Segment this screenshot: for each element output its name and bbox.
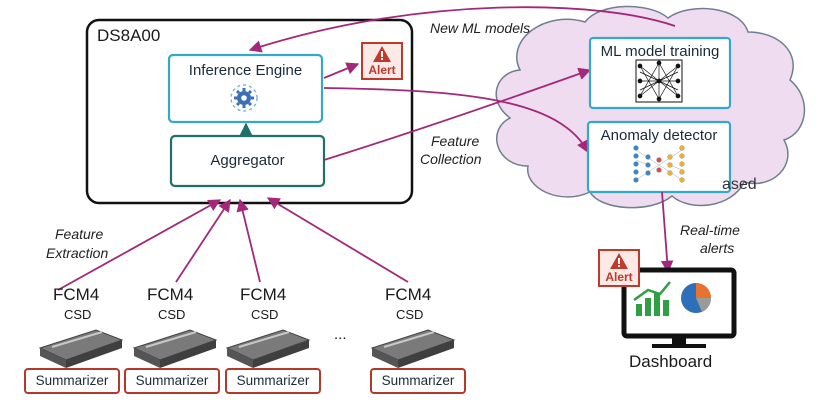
monitor-icon xyxy=(621,267,737,348)
csd-drive-image xyxy=(225,329,311,368)
csd-drive-image xyxy=(38,329,124,368)
warning-triangle-icon xyxy=(610,253,628,269)
alert-label: Alert xyxy=(368,63,396,77)
dashboard-label: Dashboard xyxy=(629,352,713,371)
realtime-alerts-label-line1: Real-time xyxy=(680,222,740,238)
new-ml-models-label: New ML models xyxy=(430,20,531,36)
ml-training-label: ML model training xyxy=(600,43,720,60)
bar-chart-icon xyxy=(633,281,671,316)
csd-drive-image xyxy=(370,329,456,368)
device-name: FCM4 xyxy=(240,285,287,304)
alert-icon: Alert xyxy=(361,42,403,80)
gear-icon xyxy=(230,84,258,112)
summarizer-box: Summarizer xyxy=(225,368,321,394)
pie-chart-icon xyxy=(681,283,712,313)
extraction-arrow-3 xyxy=(236,198,261,283)
summarizer-box: Summarizer xyxy=(370,368,466,394)
device-name: FCM4 xyxy=(147,285,194,304)
realtime-alerts-label-line2: alerts xyxy=(700,240,735,256)
summarizer-box: Summarizer xyxy=(24,368,120,394)
device-name: FCM4 xyxy=(385,285,432,304)
extraction-arrow-4 xyxy=(266,197,409,283)
device-type: CSD xyxy=(158,307,186,322)
feature-collection-label-line2: Collection xyxy=(420,151,482,167)
ellipsis: ... xyxy=(334,326,347,343)
cloud-partial-text: ased xyxy=(722,176,757,193)
csd-drive-image xyxy=(132,329,218,368)
aggregator-to-training-arrow xyxy=(323,67,592,161)
feature-extraction-label-line2: Extraction xyxy=(46,245,109,261)
autoencoder-icon xyxy=(633,145,685,183)
alert-icon: Alert xyxy=(598,249,640,287)
anomaly-to-dashboard-arrow xyxy=(660,191,674,274)
aggregator-label: Aggregator xyxy=(210,152,285,169)
warning-triangle-icon xyxy=(373,46,391,62)
inference-engine-label: Inference Engine xyxy=(188,62,303,79)
device-name: FCM4 xyxy=(53,285,100,304)
neural-network-icon xyxy=(635,59,683,103)
anomaly-detector-label: Anomaly detector xyxy=(600,127,718,144)
anomaly-detector-box xyxy=(586,120,732,194)
ds8a00-title: DS8A00 xyxy=(97,26,161,45)
device-type: CSD xyxy=(64,307,92,322)
extraction-arrow-1 xyxy=(57,199,222,291)
extraction-arrow-2 xyxy=(175,198,231,283)
device-type: CSD xyxy=(251,307,279,322)
feature-collection-label-line1: Feature xyxy=(431,133,480,149)
device-type: CSD xyxy=(396,307,424,322)
new-ml-models-arrow xyxy=(248,6,676,53)
inference-to-alert-arrow xyxy=(323,62,360,79)
summarizer-box: Summarizer xyxy=(124,368,220,394)
alert-label: Alert xyxy=(605,270,633,284)
feature-extraction-label-line1: Feature xyxy=(55,226,104,242)
